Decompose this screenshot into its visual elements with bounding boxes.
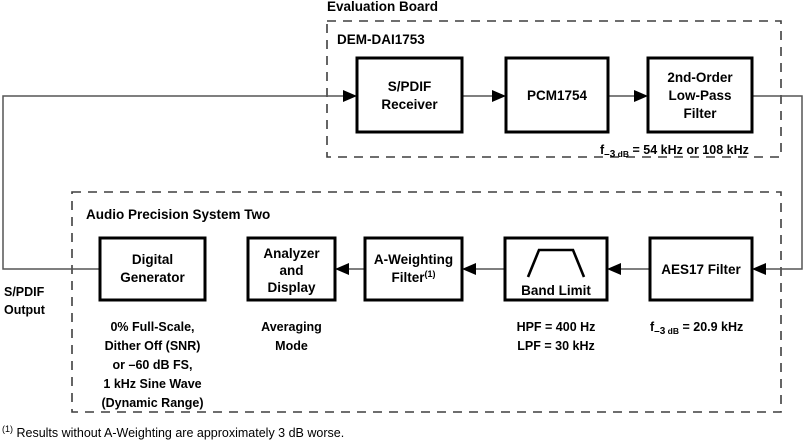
block-a-weighting-filter-label-line2: Filter(1) <box>391 269 435 285</box>
arrowhead-into-aes17-filter <box>752 263 766 275</box>
band-limit-caption-line2: LPF = 30 kHz <box>517 339 594 353</box>
spdif-output-label-line2: Output <box>4 303 46 317</box>
block-pcm1754-label: PCM1754 <box>527 88 588 103</box>
digital-generator-caption-line3: or –60 dB FS, <box>113 358 193 372</box>
eval-caption-sub-minus3: –3 <box>604 149 616 160</box>
aes17-caption-rest: = 20.9 kHz <box>679 320 743 334</box>
block-digital-generator <box>98 236 207 302</box>
arrowhead-into-pcm1754 <box>492 90 506 102</box>
block-a-weighting-filter <box>363 236 464 302</box>
block-analyzer-display-label-line3: Display <box>267 280 316 295</box>
evaluation-board-group-border <box>326 20 782 158</box>
arrowhead-into-band-limit <box>607 263 621 275</box>
aes17-caption-sub-minus3: –3 <box>654 326 666 337</box>
block-low-pass-filter-label-line1: 2nd-Order <box>667 70 733 85</box>
block-spdif-receiver-label-line2: Receiver <box>381 97 438 112</box>
block-pcm1754 <box>504 56 610 134</box>
dem-dai1753-label: DEM-DAI1753 <box>337 32 425 47</box>
analyzer-display-caption-line2: Mode <box>275 339 308 353</box>
eval-caption-sub-db: dB <box>615 149 629 159</box>
block-a-weighting-filter-label-text: Filter <box>391 270 425 285</box>
block-low-pass-filter <box>646 56 754 134</box>
wire-generator-to-receiver <box>2 95 351 270</box>
wire-low-pass-filter-to-aes17 <box>752 95 803 270</box>
arrowhead-into-a-weighting-filter <box>462 263 476 275</box>
evaluation-board-outer-label: Evaluation Board <box>327 0 438 14</box>
block-aes17-filter-label: AES17 Filter <box>661 262 741 277</box>
digital-generator-caption-line4: 1 kHz Sine Wave <box>103 377 201 391</box>
aes17-filter-frequency-caption: f–3 dB = 20.9 kHz <box>650 320 743 337</box>
block-aes17-filter <box>648 236 754 302</box>
block-low-pass-filter-label-line2: Low-Pass <box>668 88 731 103</box>
spdif-output-label-line1: S/PDIF <box>4 285 45 299</box>
footnote: (1) Results without A-Weighting are appr… <box>2 424 344 440</box>
digital-generator-caption-line5: (Dynamic Range) <box>101 396 203 410</box>
block-digital-generator-label-line2: Generator <box>120 270 185 285</box>
eval-caption-f: f <box>600 143 605 157</box>
band-limit-caption-line1: HPF = 400 Hz <box>517 320 596 334</box>
digital-generator-caption-line2: Dither Off (SNR) <box>105 339 201 353</box>
block-analyzer-display <box>246 236 337 302</box>
aes17-caption-sub-db: dB <box>665 326 679 336</box>
aes17-caption-f: f <box>650 320 655 334</box>
arrowhead-into-analyzer-display <box>335 263 349 275</box>
footnote-text: Results without A-Weighting are approxim… <box>13 426 344 440</box>
evaluation-board-frequency-caption: f–3 dB = 54 kHz or 108 kHz <box>600 143 749 160</box>
band-limit-response-curve-icon <box>526 248 586 278</box>
block-analyzer-display-label-line2: and <box>279 263 303 278</box>
digital-generator-caption-line1: 0% Full-Scale, <box>110 320 194 334</box>
arrowhead-into-low-pass-filter <box>634 90 648 102</box>
block-a-weighting-filter-footnote-marker: (1) <box>425 269 436 279</box>
block-band-limit <box>503 236 609 302</box>
arrowhead-into-spdif-receiver <box>343 90 357 102</box>
eval-caption-rest: = 54 kHz or 108 kHz <box>629 143 749 157</box>
block-digital-generator-label-line1: Digital <box>132 252 173 267</box>
block-analyzer-display-label-line1: Analyzer <box>263 246 320 261</box>
block-a-weighting-filter-label-line1: A-Weighting <box>374 252 453 267</box>
block-spdif-receiver <box>355 56 464 134</box>
audio-precision-system-two-label: Audio Precision System Two <box>86 207 270 222</box>
block-spdif-receiver-label-line1: S/PDIF <box>388 79 432 94</box>
block-band-limit-label: Band Limit <box>521 283 591 298</box>
analyzer-display-caption-line1: Averaging <box>261 320 322 334</box>
audio-precision-group-border <box>71 191 782 413</box>
footnote-marker: (1) <box>2 424 13 434</box>
block-low-pass-filter-label-line3: Filter <box>683 106 717 121</box>
